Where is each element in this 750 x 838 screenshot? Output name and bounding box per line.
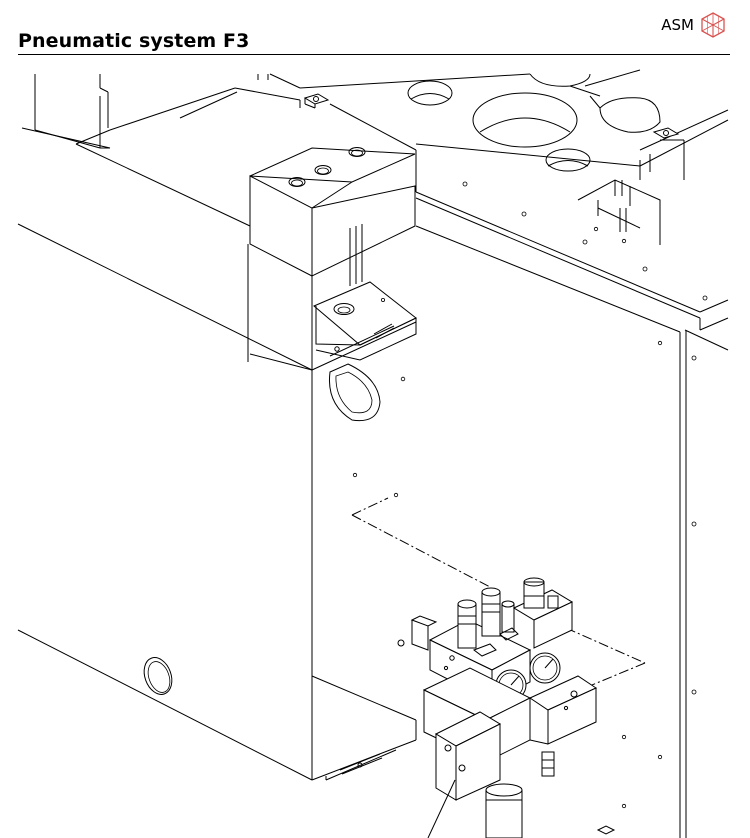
brand-name: ASM [661, 16, 694, 34]
right-panel [311, 225, 697, 838]
page-title: Pneumatic system F3 [18, 30, 250, 52]
brand-logo: ASM [661, 10, 726, 40]
technical-drawing [0, 56, 750, 838]
asm-cube-logo-icon [701, 12, 725, 38]
header-rule [18, 54, 730, 55]
isometric-drawing-svg [17, 69, 729, 838]
main-left-panel [17, 223, 313, 781]
page-header: Pneumatic system F3 ASM [0, 0, 750, 56]
tower-bracket [247, 147, 417, 422]
top-plate [329, 69, 729, 351]
upper-frame [21, 73, 531, 227]
bottom-shelf [311, 675, 417, 781]
pneumatic-unit [397, 577, 616, 838]
